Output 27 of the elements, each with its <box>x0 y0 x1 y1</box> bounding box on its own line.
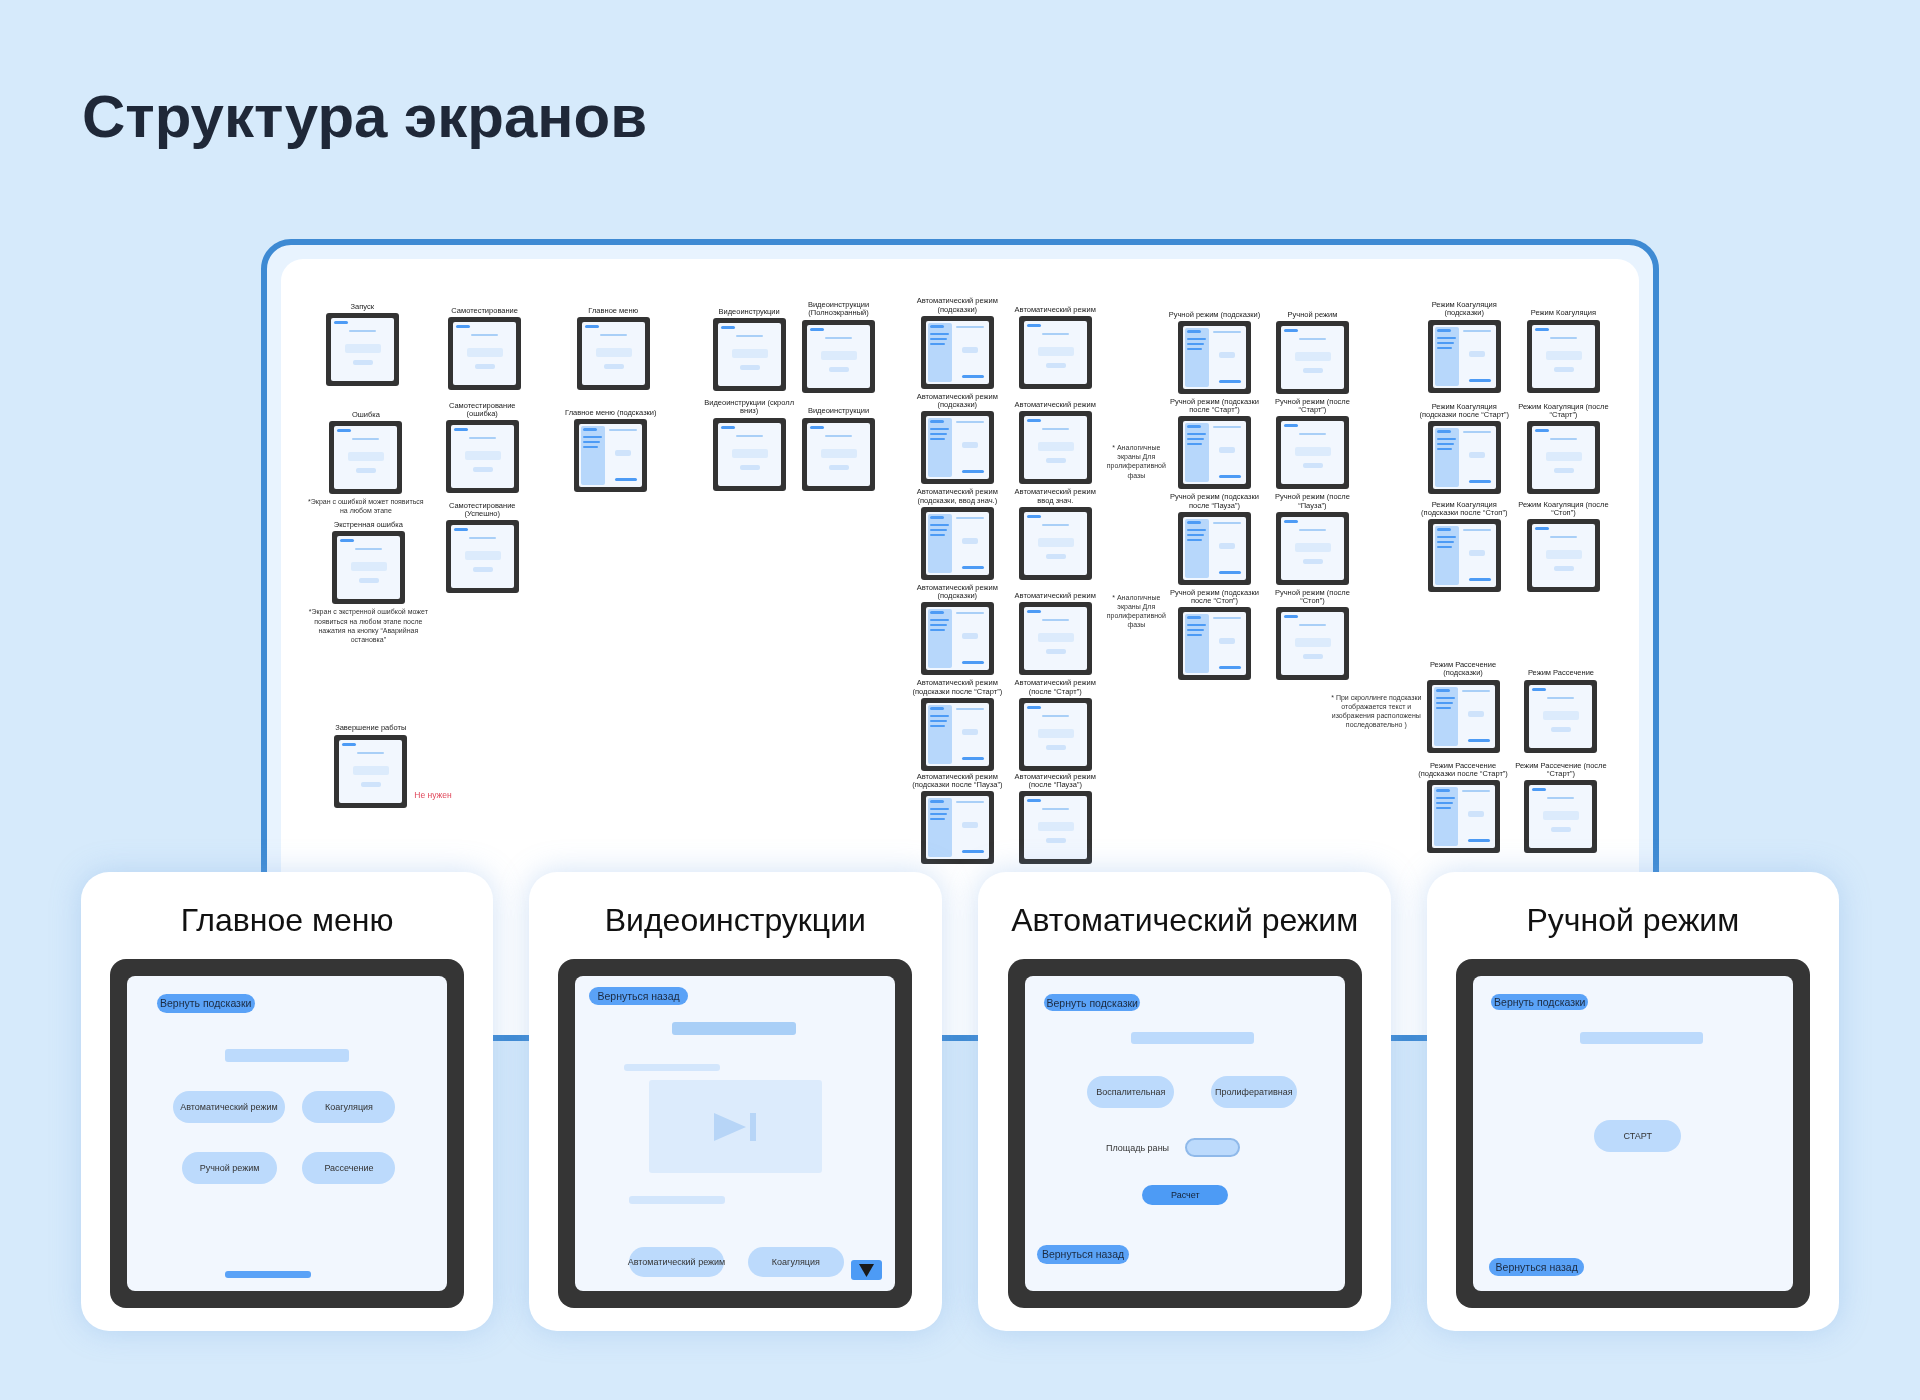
pill-button: Автоматический режим <box>172 1091 286 1123</box>
tablet-frame <box>110 958 465 1308</box>
pill-button: Пролиферативная <box>1211 1076 1297 1109</box>
pill-button: СТАРТ <box>1594 1120 1682 1153</box>
pill-button: Ручной режим <box>182 1152 277 1185</box>
tablet-frame <box>558 958 913 1308</box>
feature-card <box>1426 871 1840 1331</box>
status-note: Не нужен <box>414 789 452 801</box>
pill-button: Вернуть подсказки <box>1491 994 1589 1011</box>
card-heading: Ручной режим <box>1525 901 1741 939</box>
pill-button: Рассечение <box>302 1152 396 1185</box>
feature-card <box>80 871 494 1331</box>
feature-card <box>978 871 1391 1331</box>
pill-button: Коагуляция <box>302 1091 396 1123</box>
field-label: Площадь раны <box>1104 1141 1171 1155</box>
pill-button: Вернуться назад <box>1037 1245 1129 1264</box>
tablet-frame <box>1455 958 1810 1308</box>
tablet-frame <box>1007 958 1362 1308</box>
card-heading: Главное меню <box>179 901 395 939</box>
pill-button: Расчет <box>1142 1185 1229 1205</box>
card-heading: Видеоинструкции <box>603 901 867 939</box>
feature-card <box>528 871 942 1331</box>
card-heading: Автоматический режим <box>1010 901 1360 939</box>
pill-button: Вернуть подсказки <box>1044 994 1140 1012</box>
pill-button: Вернуть подсказки <box>156 994 255 1013</box>
page-title: Структура экранов <box>82 82 648 151</box>
pill-button: Воспалительная <box>1087 1076 1175 1109</box>
